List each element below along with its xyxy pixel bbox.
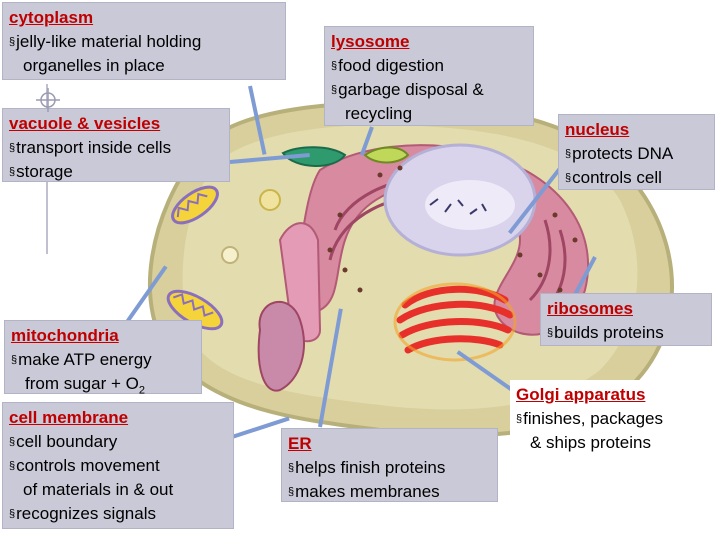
label-line: finishes, packages [523, 409, 663, 428]
label-line: of materials in & out [23, 480, 174, 499]
label-line: recycling [345, 104, 413, 123]
label-line: storage [16, 162, 73, 181]
bullet-marker: § [9, 460, 16, 472]
label-line: transport inside cells [16, 138, 172, 157]
label-lysosome: lysosome §food digestion §garbage dispos… [324, 26, 534, 126]
label-line: controls movement [16, 456, 160, 475]
label-line: recognizes signals [16, 504, 156, 523]
lysosome-shape [363, 146, 410, 164]
label-golgi-apparatus: Golgi apparatus §finishes, packages & sh… [510, 380, 717, 456]
bullet-marker: § [9, 508, 16, 520]
bullet-marker: § [516, 413, 523, 425]
label-title: cell membrane [9, 408, 129, 427]
mitochondrion-1 [171, 185, 219, 225]
bullet-marker: § [9, 36, 16, 48]
label-line: jelly-like material holding [16, 32, 202, 51]
label-title: ER [288, 434, 312, 453]
bullet-marker: § [565, 148, 572, 160]
label-title: Golgi apparatus [516, 385, 646, 404]
bullet-marker: § [331, 84, 338, 96]
bullet-marker: § [565, 172, 572, 184]
label-line: food digestion [338, 56, 444, 75]
mitochondrion-2 [166, 289, 224, 331]
bullet-marker: § [288, 486, 295, 498]
label-line: builds proteins [554, 323, 664, 342]
label-er: ER §helps finish proteins §makes membran… [281, 428, 498, 502]
label-line: helps finish proteins [295, 458, 446, 477]
label-cell-membrane: cell membrane §cell boundary §controls m… [2, 402, 234, 529]
golgi-shape [396, 285, 514, 354]
label-mitochondria: mitochondria §make ATP energy from sugar… [4, 320, 202, 397]
label-title: lysosome [331, 32, 410, 51]
label-line: make ATP energy [18, 350, 152, 369]
nucleolus-shape [425, 180, 515, 230]
label-nucleus: nucleus §protects DNA §controls cell [558, 114, 715, 190]
bullet-marker: § [331, 60, 338, 72]
label-line: makes membranes [295, 482, 440, 501]
bullet-marker: § [11, 354, 18, 366]
label-ribosomes: ribosomes §builds proteins [540, 293, 712, 346]
crosshair-icon [36, 88, 60, 112]
label-line: & ships proteins [530, 433, 651, 452]
vacuole-shape [281, 146, 347, 167]
label-line: from sugar + O [25, 374, 139, 393]
subscript-2: 2 [138, 384, 145, 397]
label-line: organelles in place [23, 56, 165, 75]
bullet-marker: § [9, 166, 16, 178]
golgi-halo [393, 282, 517, 362]
label-title: nucleus [565, 120, 630, 139]
label-line: controls cell [572, 168, 662, 187]
chromatin-marks [429, 198, 487, 215]
label-vacuole-vesicles: vacuole & vesicles §transport inside cel… [2, 108, 230, 182]
rough-er-folds [328, 176, 567, 312]
label-line: protects DNA [572, 144, 674, 163]
bullet-marker: § [288, 462, 295, 474]
label-line: cell boundary [16, 432, 118, 451]
bullet-marker: § [9, 142, 16, 154]
smooth-er-tubes [257, 300, 305, 392]
bullet-marker: § [547, 327, 554, 339]
vesicle-2 [221, 246, 239, 264]
bullet-marker: § [9, 436, 16, 448]
label-title: ribosomes [547, 299, 633, 318]
label-line: garbage disposal & [338, 80, 484, 99]
vesicle-1 [259, 189, 281, 211]
label-cytoplasm: cytoplasm §jelly-like material holding o… [2, 2, 286, 80]
label-title: vacuole & vesicles [9, 114, 161, 133]
label-title: cytoplasm [9, 8, 94, 27]
label-title: mitochondria [11, 326, 119, 345]
